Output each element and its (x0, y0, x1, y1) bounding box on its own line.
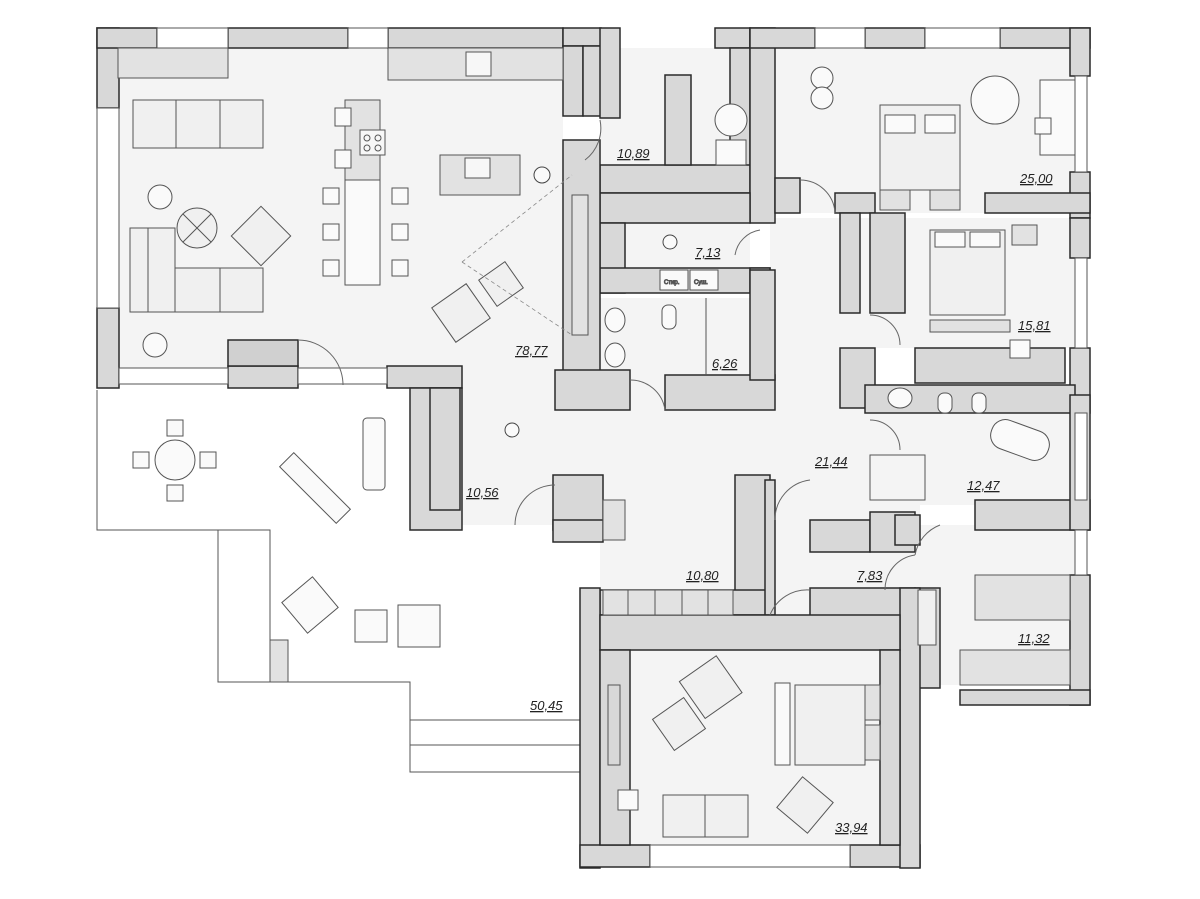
laundry-fixtures: Стир. Суш. (571, 103, 748, 336)
bedroom2-furniture (929, 224, 1038, 359)
area-storage: 10,89 (617, 146, 650, 161)
sofa-icon (132, 99, 264, 149)
stove-icon (715, 139, 747, 166)
plants (142, 66, 834, 358)
area-corridor: 7,83 (857, 568, 883, 583)
washer (659, 269, 689, 291)
plant-icon (142, 332, 168, 358)
round-table (970, 75, 1020, 125)
terrace-furniture (132, 417, 441, 648)
area-bedroom-3: 11,32 (1018, 631, 1050, 646)
washer-label: Стир. (664, 280, 680, 286)
stove-icon (359, 129, 386, 156)
wardrobe-shelves (602, 499, 734, 616)
bath-master-fixtures (869, 387, 1050, 501)
dining-table-icon (154, 439, 196, 481)
shower (869, 454, 926, 501)
area-bedroom-1: 25,00 (1019, 171, 1053, 186)
wardrobe-rail (607, 684, 621, 766)
area-bathroom-master: 12,47 (967, 478, 1000, 493)
room-labels: 78,77 10,89 7,13 6,26 25,00 15,81 21,44 … (466, 146, 1053, 835)
sink-icon (604, 307, 626, 333)
area-entry: 10,56 (466, 485, 499, 500)
toilet-icon (937, 392, 953, 414)
doors (297, 119, 941, 616)
sofa-icon (959, 649, 1071, 686)
mirror-wall (571, 194, 589, 336)
windows (96, 27, 1088, 868)
person-icon (662, 234, 678, 250)
plant-icon (810, 86, 834, 110)
armchair-icon (397, 604, 441, 648)
dryer-label: Суш. (694, 280, 708, 286)
persons (504, 166, 678, 438)
area-hall: 21,44 (814, 454, 848, 469)
boiler (714, 103, 748, 137)
area-terrace: 50,45 (530, 698, 563, 713)
armchair-icon (281, 576, 339, 634)
guide-lines (461, 174, 573, 336)
area-laundry: 7,13 (695, 245, 721, 260)
area-bathroom-small: 6,26 (712, 356, 738, 371)
person-icon (533, 166, 551, 184)
area-bedroom-master: 33,94 (835, 820, 868, 835)
living-furniture (129, 99, 524, 343)
bedroom3-furniture (917, 574, 1071, 686)
sink-icon (465, 51, 492, 77)
kitchen (117, 47, 564, 286)
bathtub-icon (990, 419, 1050, 461)
area-wardrobe: 10,80 (686, 568, 719, 583)
lounger (278, 451, 352, 525)
armchair-icon (431, 283, 491, 343)
bed-icon (794, 684, 866, 766)
area-living-kitchen: 78,77 (515, 343, 548, 358)
ottoman (354, 609, 388, 643)
living-floor (118, 48, 563, 370)
master-furniture (607, 655, 881, 838)
bathroom-small-fixtures (604, 298, 707, 375)
armchair-icon (776, 776, 834, 834)
kitchen-counter-left (117, 47, 229, 79)
desk (1039, 79, 1076, 156)
ottoman (230, 205, 292, 267)
bedroom1-furniture (879, 75, 1076, 211)
area-bedroom-2: 15,81 (1018, 318, 1051, 333)
sofa-icon (129, 227, 264, 313)
bath-small-floor (600, 298, 770, 378)
ottoman (651, 696, 707, 752)
lounger (362, 417, 386, 491)
terrace (96, 390, 581, 773)
toilet-icon (971, 392, 987, 414)
armchair-icon (678, 655, 743, 720)
sink-icon (464, 157, 491, 179)
person-icon (504, 422, 520, 438)
sink-icon (604, 342, 626, 368)
ottoman (478, 261, 524, 307)
sink-icon (887, 387, 913, 409)
dryer (689, 269, 719, 291)
dining-table-icon (344, 179, 381, 286)
plant-icon (810, 66, 834, 90)
toilet-icon (661, 304, 677, 330)
plant-icon (147, 184, 173, 210)
sofa-icon (974, 574, 1071, 621)
